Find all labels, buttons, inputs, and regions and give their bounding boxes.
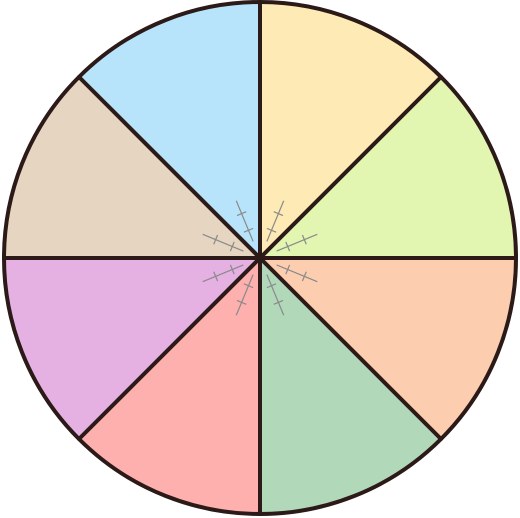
radius-8 [76, 74, 262, 260]
sector-4 [260, 258, 442, 514]
angle-mark-3 [276, 264, 318, 283]
sector-6 [4, 258, 260, 440]
sector-2 [260, 76, 516, 258]
radius-4 [258, 256, 444, 442]
center-point [257, 255, 263, 261]
radius-6 [76, 256, 262, 442]
angle-mark-8 [235, 200, 254, 242]
angle-mark-1 [266, 200, 285, 242]
angle-mark-2 [276, 233, 318, 252]
angle-mark-5 [235, 274, 254, 316]
sector-3 [260, 258, 516, 440]
sector-7 [4, 76, 260, 258]
sector-8 [78, 2, 260, 258]
sector-1 [260, 2, 442, 258]
equal-angle-marks [202, 200, 318, 316]
radius-2 [258, 74, 444, 260]
angle-mark-7 [202, 233, 244, 252]
angle-mark-6 [202, 264, 244, 283]
angle-mark-4 [266, 274, 285, 316]
sector-5 [78, 258, 260, 514]
